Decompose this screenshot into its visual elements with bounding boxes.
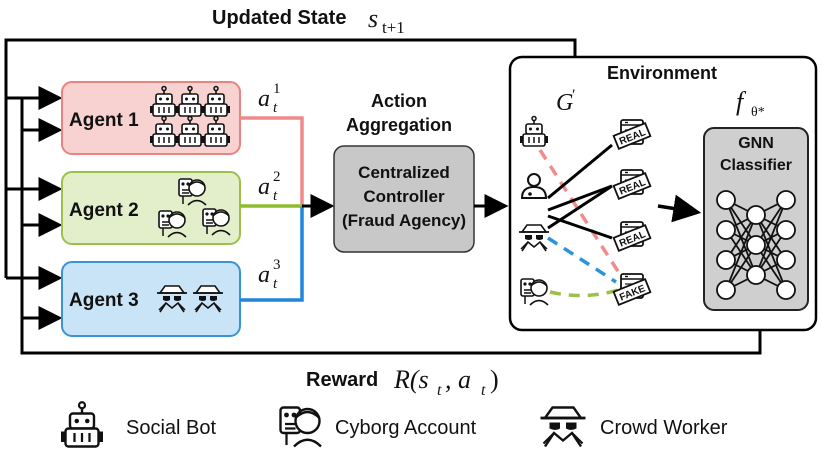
nn-node xyxy=(746,205,766,225)
classifier-symbol: f xyxy=(736,87,747,116)
cyborg-icon xyxy=(279,406,323,448)
action-label-2: a t 2 xyxy=(258,169,281,204)
environment-title: Environment xyxy=(607,63,717,83)
nn-connection xyxy=(725,214,757,291)
legend-cyborg-account: Cyborg Account xyxy=(335,417,477,439)
review-3: REAL xyxy=(612,221,652,253)
agent-1-label: Agent 1 xyxy=(69,110,139,131)
reward-label: Reward xyxy=(306,369,378,391)
updated-state-loop xyxy=(4,38,577,278)
nn-node xyxy=(716,280,736,300)
agent-1-box: Agent 1 xyxy=(61,81,241,155)
nn-node xyxy=(716,220,736,240)
classifier-line-2: Classifier xyxy=(720,157,792,174)
svg-text:a: a xyxy=(258,262,270,288)
legend-crowd-worker: Crowd Worker xyxy=(600,417,728,439)
action-label-3: a t 3 xyxy=(258,257,281,292)
svg-text:t: t xyxy=(273,276,278,292)
svg-text:a: a xyxy=(258,86,270,112)
controller-line-3: (Fraud Agency) xyxy=(342,211,466,230)
action-label-1: a t 1 xyxy=(258,81,281,116)
agent-3-label: Agent 3 xyxy=(69,290,139,311)
svg-text:t: t xyxy=(481,382,486,399)
legend: Social Bot Cyborg Account Crowd Worker xyxy=(59,401,728,448)
nn-node xyxy=(716,190,736,210)
review-1: REAL xyxy=(612,119,652,151)
svg-text:2: 2 xyxy=(273,169,281,185)
svg-text:t: t xyxy=(437,382,442,399)
agent-1-action-line xyxy=(240,116,304,205)
edge-user-real2 xyxy=(547,184,613,212)
classifier-symbol-sub: θ* xyxy=(751,105,765,120)
updated-state-label: Updated State xyxy=(212,7,346,29)
agent-2-label: Agent 2 xyxy=(69,200,139,221)
svg-text:1: 1 xyxy=(273,81,281,97)
edge-spy-fake xyxy=(547,236,617,284)
nn-node xyxy=(776,220,796,240)
svg-text:t: t xyxy=(273,188,278,204)
agent-3-action-line xyxy=(240,207,304,302)
aggregation-title-2: Aggregation xyxy=(346,115,452,135)
agent-2-box: Agent 2 xyxy=(61,171,241,245)
review-2: REAL xyxy=(612,169,652,201)
controller-line-2: Controller xyxy=(363,187,445,206)
edge-spy-real3 xyxy=(547,214,613,240)
nn-node xyxy=(776,190,796,210)
svg-text:t: t xyxy=(273,100,278,116)
neural-network-icon xyxy=(716,190,796,300)
nn-node xyxy=(746,235,766,255)
agent-3-box: Agent 3 xyxy=(61,261,241,337)
edge-cyborg-fake xyxy=(549,288,619,298)
graph-prime: ′ xyxy=(572,87,576,104)
reviews-to-classifier-arrow xyxy=(657,194,702,223)
nn-node xyxy=(746,265,766,285)
reward-formula: R(s t , a t ) xyxy=(393,365,499,399)
cyborg-icon xyxy=(202,208,231,236)
updated-state-symbol: s xyxy=(368,4,378,33)
cyborg-icon xyxy=(178,178,207,206)
nn-connection xyxy=(755,199,787,276)
legend-social-bot: Social Bot xyxy=(126,417,216,439)
graph-symbol: G xyxy=(556,90,573,116)
nn-node xyxy=(716,250,736,270)
classifier-line-1: GNN xyxy=(738,135,774,152)
aggregation-title-1: Action xyxy=(371,91,427,111)
edge-user-real1 xyxy=(547,143,613,200)
edge-bot-fake xyxy=(538,149,632,291)
nn-node xyxy=(776,280,796,300)
centralized-controller-box: Centralized Controller (Fraud Agency) xyxy=(333,145,475,253)
svg-text:a: a xyxy=(258,174,270,200)
svg-text:): ) xyxy=(490,365,499,394)
cyborg-icon xyxy=(520,278,549,306)
svg-text:R(s: R(s xyxy=(393,365,429,394)
spy-icon xyxy=(539,406,587,448)
controller-line-1: Centralized xyxy=(358,163,450,182)
updated-state-subscript: t+1 xyxy=(382,18,405,37)
environment-box: Environment G ′ f θ* REAL R xyxy=(508,55,818,332)
svg-text:3: 3 xyxy=(273,257,281,273)
svg-text:, a: , a xyxy=(445,365,471,394)
robot-icon xyxy=(59,401,105,448)
nn-node xyxy=(776,250,796,270)
gnn-classifier-box: GNN Classifier xyxy=(703,127,809,311)
cyborg-icon xyxy=(158,210,187,238)
review-4: FAKE xyxy=(612,273,652,307)
